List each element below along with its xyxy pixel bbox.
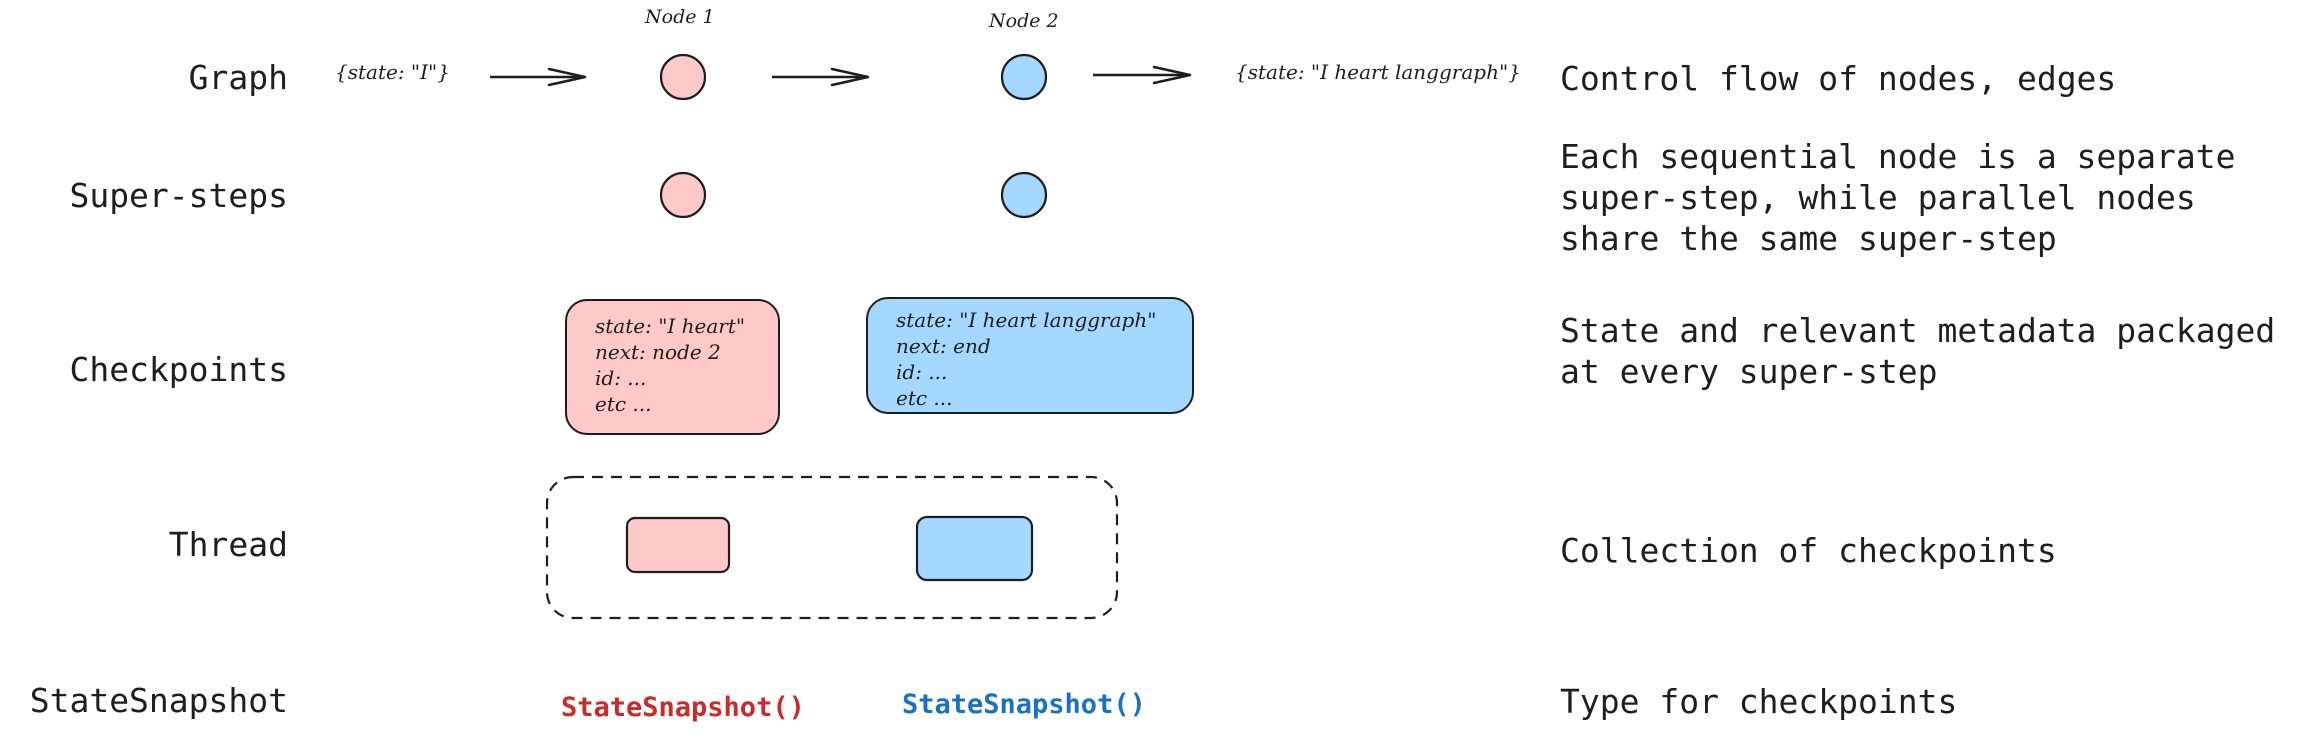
checkpoint-1-next: next: node 2 [595, 340, 721, 364]
description-supersteps-line-3: share the same super-step [1560, 219, 2057, 258]
checkpoint-2-state: state: "I heart langgraph" [896, 308, 1157, 332]
superstep-node-2 [1000, 171, 1048, 219]
description-checkpoints-line-1: State and relevant metadata packaged [1560, 311, 2276, 350]
description-statesnapshot-line: Type for checkpoints [1560, 682, 1958, 721]
description-supersteps-line-1: Each sequential node is a separate [1560, 137, 2236, 176]
graph-node-2 [1000, 53, 1048, 101]
input-state: {state: "I"} [335, 60, 450, 84]
superstep-node-1 [659, 171, 707, 219]
thread-checkpoint-2 [915, 515, 1034, 582]
output-state: {state: "I heart langgraph"} [1235, 60, 1521, 84]
checkpoint-2-id: id: ... [896, 360, 948, 384]
row-label-checkpoints: Checkpoints [69, 350, 288, 389]
checkpoint-2-next: next: end [896, 334, 991, 358]
description-checkpoints: State and relevant metadata packaged at … [1560, 310, 2300, 392]
description-thread-line: Collection of checkpoints [1560, 531, 2057, 570]
checkpoint-2-etc: etc ... [896, 386, 953, 410]
thread-checkpoint-1 [625, 516, 731, 574]
description-graph: Control flow of nodes, edges [1560, 58, 2300, 99]
statesnapshot-node-2: StateSnapshot() [902, 689, 1146, 720]
row-label-thread: Thread [168, 525, 288, 564]
description-thread: Collection of checkpoints [1560, 530, 2300, 571]
graph-node-1 [659, 53, 707, 101]
checkpoint-1-id: id: ... [595, 366, 647, 390]
checkpoint-node-2: state: "I heart langgraph" next: end id:… [866, 297, 1194, 414]
description-checkpoints-line-2: at every super-step [1560, 352, 1938, 391]
row-label-statesnapshot: StateSnapshot [29, 681, 288, 720]
checkpoint-node-1: state: "I heart" next: node 2 id: ... et… [565, 299, 780, 435]
row-label-graph: Graph [188, 58, 288, 97]
row-label-supersteps: Super-steps [69, 176, 288, 215]
description-supersteps-line-2: super-step, while parallel nodes [1560, 178, 2196, 217]
checkpoint-1-etc: etc ... [595, 392, 652, 416]
description-supersteps: Each sequential node is a separate super… [1560, 136, 2300, 259]
node-2-label: Node 2 [989, 10, 1059, 32]
checkpoint-1-state: state: "I heart" [595, 314, 746, 338]
description-statesnapshot: Type for checkpoints [1560, 681, 2300, 722]
description-graph-line: Control flow of nodes, edges [1560, 59, 2117, 98]
statesnapshot-node-1: StateSnapshot() [561, 692, 805, 723]
node-1-label: Node 1 [645, 6, 715, 28]
